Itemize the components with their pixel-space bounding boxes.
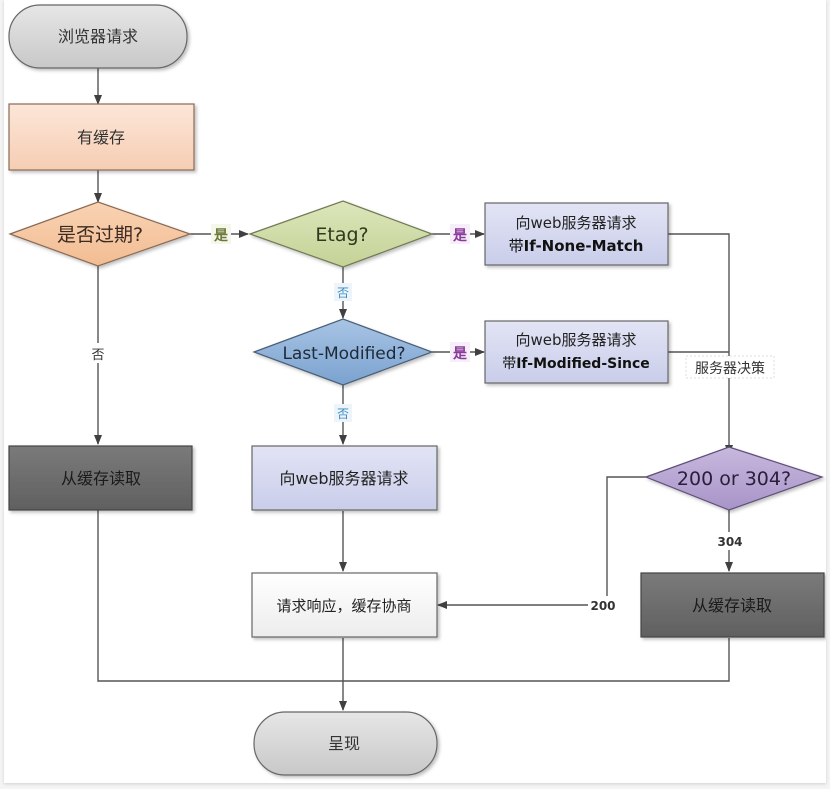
flowchart: 浏览器请求 有缓存 是否过期? Etag? 向web服务器请求 带If-None… [8, 4, 825, 776]
node-last-modified-decision: Last-Modified? [252, 318, 434, 386]
label-expired-yes: 是 [214, 228, 229, 244]
node-inm-line1: 向web服务器请求 [515, 214, 636, 232]
node-request-server: 向web服务器请求 [251, 445, 438, 511]
node-read-cache-right: 从缓存读取 [640, 572, 825, 638]
edge-labels: 是 否 是 否 是 否 服务器决策 304 200 [88, 224, 775, 614]
node-response-label: 请求响应，缓存协商 [276, 597, 411, 615]
node-has-cache-label: 有缓存 [77, 128, 125, 147]
label-etag-no: 否 [337, 286, 349, 300]
node-response-negotiation: 请求响应，缓存协商 [251, 572, 438, 638]
label-304: 304 [717, 535, 742, 549]
svg-text:带If-None-Match: 带If-None-Match [509, 237, 644, 255]
label-lm-no: 否 [337, 407, 349, 421]
node-ims-header: If-Modified-Since [516, 356, 650, 372]
label-server-decision: 服务器决策 [695, 360, 765, 377]
label-etag-yes: 是 [453, 228, 468, 244]
node-status-label: 200 or 304? [677, 468, 791, 490]
label-expired-no: 否 [91, 348, 104, 363]
node-expired-label: 是否过期? [57, 224, 143, 246]
node-request-if-none-match: 向web服务器请求 带If-None-Match [484, 202, 669, 266]
node-read-cache-right-label: 从缓存读取 [692, 596, 772, 615]
node-etag-label: Etag? [315, 224, 368, 246]
node-read-cache-left: 从缓存读取 [8, 445, 193, 511]
edge-decision-200 [437, 476, 646, 609]
node-request-if-modified-since: 向web服务器请求 带If-Modified-Since [484, 320, 669, 384]
node-ims-prefix: 带 [502, 356, 516, 372]
node-has-cache: 有缓存 [8, 103, 195, 171]
diagram-canvas: 浏览器请求 有缓存 是否过期? Etag? 向web服务器请求 带If-None… [4, 0, 826, 783]
node-render: 呈现 [253, 711, 438, 776]
edge-inm-to-decision [668, 233, 733, 455]
node-request-server-label: 向web服务器请求 [279, 469, 408, 488]
svg-text:带If-Modified-Since: 带If-Modified-Since [502, 356, 650, 372]
node-ims-line1: 向web服务器请求 [515, 331, 636, 349]
node-expired-decision: 是否过期? [8, 201, 192, 267]
label-lm-yes: 是 [453, 346, 468, 362]
node-lm-label: Last-Modified? [282, 344, 405, 364]
edge-right-cache-to-render [343, 638, 730, 682]
node-browser-request-label: 浏览器请求 [58, 27, 138, 46]
label-200: 200 [590, 599, 615, 613]
connectors [94, 68, 733, 711]
node-status-decision: 200 or 304? [644, 446, 824, 511]
node-inm-header: If-None-Match [524, 237, 644, 255]
edge-left-cache-to-render [97, 510, 343, 682]
node-inm-prefix: 带 [509, 237, 524, 255]
node-browser-request: 浏览器请求 [8, 4, 188, 69]
node-read-cache-left-label: 从缓存读取 [61, 469, 141, 488]
node-etag-decision: Etag? [248, 200, 434, 268]
node-render-label: 呈现 [328, 734, 360, 753]
